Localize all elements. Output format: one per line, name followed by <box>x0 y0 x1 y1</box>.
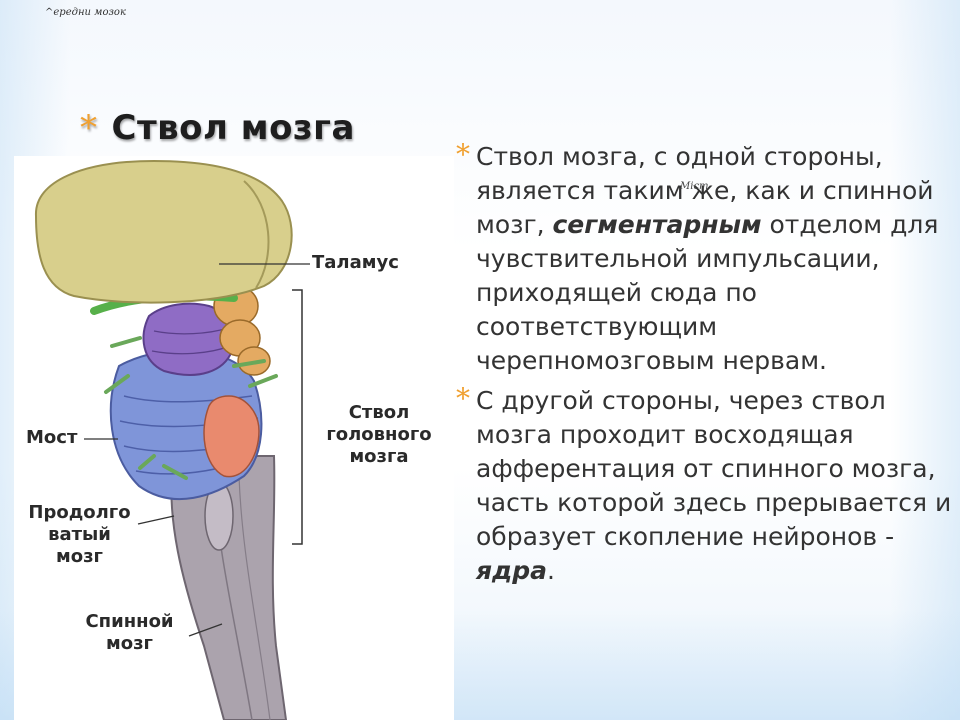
label-medulla-line1: Продолго <box>28 502 131 523</box>
label-brainstem: Ствол головного мозга <box>324 402 434 468</box>
label-spinal-line2: мозг <box>106 633 153 654</box>
label-medulla-line3: мозг <box>56 546 103 567</box>
title-bullet-star-icon: * <box>80 108 98 148</box>
overlay-note: Міст <box>680 181 709 192</box>
bullet-2-text-before: С другой стороны, через ствол мозга прох… <box>476 386 952 551</box>
body-text: *Ствол мозга, с одной стороны, является … <box>456 138 952 594</box>
brainstem-drawing <box>34 159 310 720</box>
title-text: Ствол мозга <box>111 108 355 148</box>
label-brainstem-line3: мозга <box>349 446 409 467</box>
label-pons: Мост <box>26 427 78 448</box>
leader-line-spinal <box>188 623 223 637</box>
label-spinal-line1: Спинной <box>85 611 174 632</box>
hemisphere-fissure <box>243 180 270 289</box>
label-medulla-line2: ватый <box>48 524 111 545</box>
label-spinal-cord: Спинной мозг <box>72 611 187 655</box>
label-thalamus: Таламус <box>312 252 399 273</box>
cerebellar-peduncle-shape <box>203 395 260 478</box>
brainstem-bracket <box>292 289 303 545</box>
leader-line-medulla <box>137 515 175 525</box>
spinal-cord-groove-2 <box>238 475 271 720</box>
pons-fibers <box>119 395 259 475</box>
bullet-1-emphasis: сегментарным <box>552 210 762 239</box>
label-medulla: Продолго ватый мозг <box>22 502 137 568</box>
header-note: ^ередни мозок <box>45 7 126 18</box>
hemisphere-shape <box>34 159 293 304</box>
spinal-cord-shape <box>170 455 288 720</box>
slide-title: * Ствол мозга <box>80 108 355 148</box>
bullet-2-text-after: . <box>547 556 555 585</box>
bullet-2-emphasis: ядра <box>476 556 548 585</box>
brainstem-illustration: Таламус Ствол головного мозга Мост Продо… <box>14 156 454 720</box>
bullet-star-icon: * <box>456 138 470 171</box>
nerve-lines <box>104 336 278 480</box>
label-brainstem-line2: головного <box>326 424 432 445</box>
bullet-paragraph-2: *С другой стороны, через ствол мозга про… <box>456 382 952 588</box>
bullet-paragraph-1: *Ствол мозга, с одной стороны, является … <box>456 138 952 378</box>
label-brainstem-line1: Ствол <box>348 402 410 423</box>
bullet-1-text-before: Ствол мозга, с одной стороны, является т… <box>476 142 934 239</box>
bullet-star-icon: * <box>456 382 470 415</box>
bullet-1-text-after: отделом для чувствительной импульсации, … <box>476 210 939 375</box>
